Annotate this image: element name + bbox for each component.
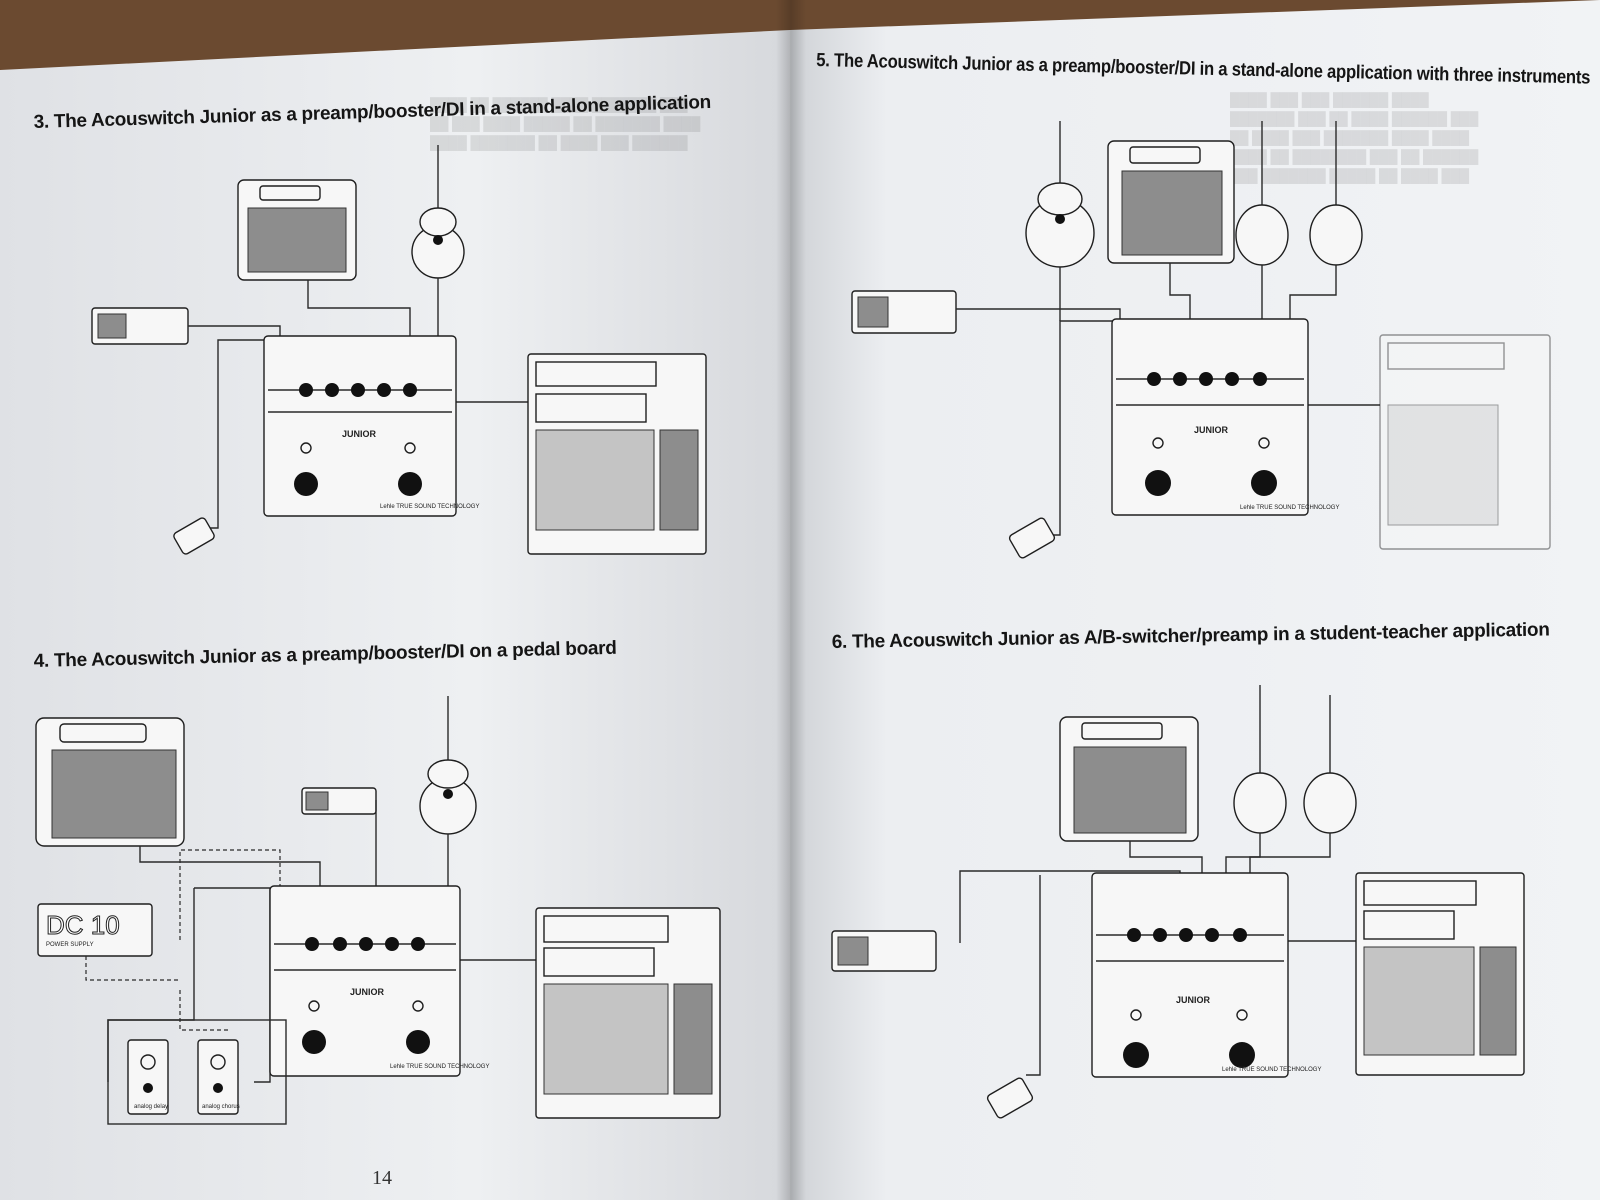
acoustic-amp: [1059, 716, 1199, 842]
diagram-stand-alone: JUNIOR Lehle TRUE SOUND TECHNOLOGY: [91, 145, 707, 555]
svg-text:JUNIOR: JUNIOR: [342, 429, 377, 439]
acoustic-amp: [237, 179, 357, 281]
power-adapter: [1008, 517, 1056, 559]
diagram-pedal-board: DC 10 POWER SUPPLY JUNIOR Le: [35, 696, 721, 1125]
acoustic-guitar: [419, 696, 477, 835]
svg-text:Lehle TRUE SOUND TECHNOLOGY: Lehle TRUE SOUND TECHNOLOGY: [1222, 1067, 1321, 1073]
bleed-through-text: ████ ██ ██████ ████ ███████ █████ ███ ██…: [430, 97, 701, 150]
acouswitch-junior-pedal: JUNIOR Lehle TRUE SOUND TECHNOLOGY: [269, 885, 489, 1077]
acouswitch-junior-pedal: JUNIOR Lehle TRUE SOUND TECHNOLOGY: [263, 335, 479, 517]
acoustic-amp: [35, 717, 185, 847]
svg-text:JUNIOR: JUNIOR: [1176, 995, 1211, 1005]
tuner: [851, 290, 957, 334]
section-heading: 6. The Acouswitch Junior as A/B-switcher…: [831, 619, 1550, 654]
mixing-console: [535, 907, 721, 1119]
mixing-console: [1379, 334, 1551, 550]
tuner: [301, 787, 377, 815]
svg-text:analog delay: analog delay: [134, 1104, 168, 1110]
tuner: [831, 930, 937, 972]
acoustic-amp: [1107, 140, 1235, 264]
acoustic-guitar: [1025, 121, 1095, 268]
section-heading: 4. The Acouswitch Junior as a preamp/boo…: [33, 637, 617, 673]
power-adapter: [986, 1077, 1034, 1119]
mixing-console: [1355, 872, 1525, 1076]
section-heading: 5. The Acouswitch Junior as a preamp/boo…: [816, 50, 1591, 89]
acouswitch-junior-pedal: JUNIOR Lehle TRUE SOUND TECHNOLOGY: [1091, 872, 1321, 1078]
dc10-power-supply: DC 10 POWER SUPPLY: [37, 903, 153, 957]
power-adapter: [173, 517, 215, 555]
acouswitch-junior-pedal: JUNIOR Lehle TRUE SOUND TECHNOLOGY: [1111, 318, 1339, 516]
svg-text:JUNIOR: JUNIOR: [1194, 425, 1229, 435]
acoustic-guitar: [411, 145, 465, 279]
tuner: [91, 307, 189, 345]
svg-text:POWER SUPPLY: POWER SUPPLY: [46, 942, 94, 948]
svg-text:DC 10: DC 10: [46, 910, 120, 940]
svg-text:Lehle TRUE SOUND TECHNOLOGY: Lehle TRUE SOUND TECHNOLOGY: [380, 504, 479, 510]
mixing-console: [527, 353, 707, 555]
electric-guitar: [1233, 685, 1287, 834]
svg-text:Lehle TRUE SOUND TECHNOLOGY: Lehle TRUE SOUND TECHNOLOGY: [390, 1064, 489, 1070]
diagram-three-instruments: JUNIOR Lehle TRUE SOUND TECHNOLOGY: [851, 121, 1551, 559]
diagram-student-teacher: JUNIOR Lehle TRUE SOUND TECHNOLOGY: [831, 685, 1525, 1119]
electric-guitar: [1303, 695, 1357, 834]
left-page: ████ ██ ██████ ████ ███████ █████ ███ ██…: [0, 30, 790, 1200]
svg-text:analog chorus: analog chorus: [202, 1104, 240, 1110]
right-page: ████ ███ ███ ██████ ███████████ ███ ██ █…: [790, 0, 1600, 1200]
svg-text:Lehle TRUE SOUND TECHNOLOGY: Lehle TRUE SOUND TECHNOLOGY: [1240, 505, 1339, 511]
effect-pedal-chorus: analog chorus: [197, 1039, 240, 1115]
electric-guitar: [1309, 121, 1363, 266]
svg-text:JUNIOR: JUNIOR: [350, 987, 385, 997]
effect-pedal-delay: analog delay: [127, 1039, 169, 1115]
page-number: 14: [372, 1167, 392, 1189]
bleed-through-text: ████ ███ ███ ██████ ███████████ ███ ██ █…: [1230, 92, 1479, 183]
electric-guitar: [1235, 121, 1289, 266]
